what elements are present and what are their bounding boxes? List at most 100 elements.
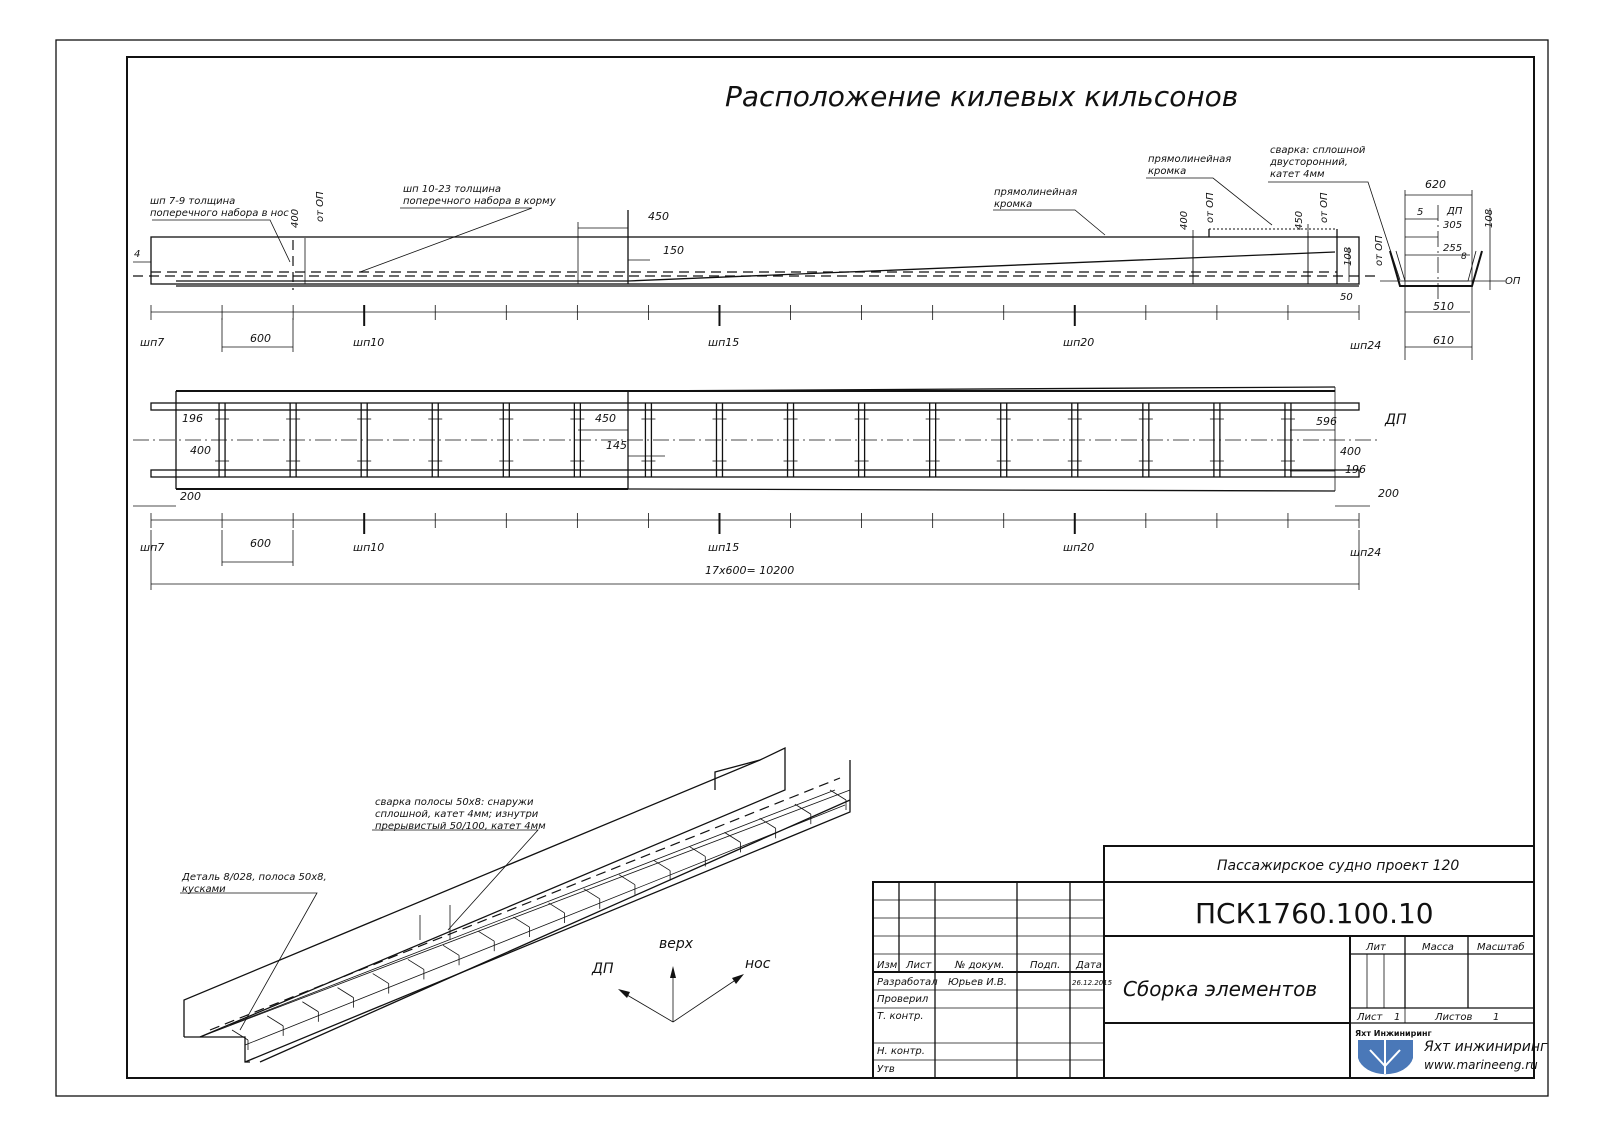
side-view: 4 шп 7-9 толщина поперечного набора в но… [133,145,1401,352]
svg-text:1: 1 [1394,1012,1400,1023]
svg-text:верх: верх [659,936,694,952]
svg-text:17х600= 10200: 17х600= 10200 [705,564,794,577]
svg-text:поперечного набора в нос: поперечного набора в нос [150,207,289,219]
iso-floor-plate [337,987,354,998]
svg-text:596: 596 [1316,415,1337,428]
svg-text:196: 196 [182,412,203,425]
svg-text:шп7: шп7 [140,336,164,349]
iso-floor-plate [794,803,812,815]
svg-text:145: 145 [606,439,627,452]
svg-text:Пассажирское судно проект 120: Пассажирское судно проект 120 [1217,858,1459,874]
svg-text:4: 4 [134,249,140,260]
svg-text:прямолинейная: прямолинейная [1148,154,1231,165]
svg-text:5: 5 [1417,207,1423,218]
svg-text:Проверил: Проверил [877,994,929,1005]
svg-text:400: 400 [1179,211,1190,230]
isometric-view: сварка полосы 50х8: снаружи сплошной, ка… [180,746,851,1063]
svg-text:Сборка элементов: Сборка элементов [1123,977,1317,1001]
svg-text:прерывистый 50/100, катет 4мм: прерывистый 50/100, катет 4мм [375,821,546,832]
iso-floor-plate [302,1001,319,1013]
cross-section: 620 5 ДП 305 255 8 108 ОП 510 610 [1380,178,1521,360]
svg-text:Дата: Дата [1075,960,1102,971]
svg-text:шп 10-23 толщина: шп 10-23 толщина [403,184,501,195]
svg-text:600: 600 [250,332,271,345]
iso-floor-plate [759,817,776,829]
svg-text:200: 200 [1378,487,1399,500]
svg-text:прямолинейная: прямолинейная [994,187,1077,198]
svg-text:Утв: Утв [877,1064,895,1075]
svg-text:Яхт Инжиниринг: Яхт Инжиниринг [1355,1029,1432,1038]
svg-text:450: 450 [1294,211,1305,230]
svg-text:катет 4мм: катет 4мм [1270,169,1325,180]
svg-text:сварка: сплошной: сварка: сплошной [1270,145,1366,156]
svg-text:200: 200 [180,490,201,503]
iso-floor-plate [583,888,600,900]
svg-text:Разработал: Разработал [877,976,938,988]
svg-text:Яхт инжиниринг: Яхт инжиниринг [1423,1039,1548,1055]
inner-frame [126,56,1535,1079]
svg-text:Листов: Листов [1434,1012,1472,1023]
iso-floor-plate [653,860,671,871]
svg-text:шп20: шп20 [1063,336,1094,349]
svg-text:Деталь 8/028, полоса 50х8,: Деталь 8/028, полоса 50х8, [181,872,327,883]
svg-text:шп24: шп24 [1350,546,1381,559]
iso-floor-plate [829,789,847,801]
svg-text:шп20: шп20 [1063,541,1094,554]
svg-text:ОП: ОП [1505,276,1521,287]
svg-text:400: 400 [190,444,211,457]
svg-text:50: 50 [1340,292,1353,303]
svg-text:№ докум.: № докум. [954,960,1004,971]
title-block: Пассажирское судно проект 120 ПСК1760.10… [872,845,1548,1079]
svg-text:от ОП: от ОП [1319,192,1330,223]
iso-floor-plate [724,832,741,843]
svg-text:кромка: кромка [994,199,1032,210]
svg-text:шп7: шп7 [140,541,164,554]
svg-text:поперечного набора в корму: поперечного набора в корму [403,195,557,207]
outer-frame [55,39,1549,1097]
svg-text:108: 108 [1484,209,1495,228]
iso-floor-plate [266,1015,284,1027]
svg-text:сплошной, катет 4мм; изнутри: сплошной, катет 4мм; изнутри [375,809,539,820]
svg-text:400: 400 [1340,445,1361,458]
svg-text:1: 1 [1493,1012,1499,1023]
iso-floor-plate [513,916,530,928]
iso-floor-plate [478,930,495,942]
svg-text:ДП: ДП [1446,206,1463,217]
svg-text:от ОП: от ОП [1205,192,1216,223]
svg-text:600: 600 [250,537,271,550]
svg-text:108: 108 [1343,247,1354,266]
svg-text:Лист: Лист [1356,1012,1384,1023]
svg-text:450: 450 [595,412,616,425]
svg-text:8: 8 [1461,252,1467,262]
svg-text:Юрьев И.В.: Юрьев И.В. [948,977,1007,988]
svg-text:кромка: кромка [1148,166,1186,177]
svg-text:от ОП: от ОП [315,191,326,222]
iso-floor-plate [442,944,460,956]
svg-text:ДП: ДП [1384,412,1407,428]
iso-floor-plate [689,846,706,857]
svg-text:ДП: ДП [591,961,614,977]
svg-text:шп10: шп10 [353,336,384,349]
iso-floor-plate [231,1029,249,1041]
svg-text:шп15: шп15 [708,336,739,349]
plan-view: 196 400 200 450 145 596 ДП 400 196 200 6… [133,386,1407,590]
svg-text:Т. контр.: Т. контр. [877,1011,924,1022]
iso-floor-plate [407,959,425,970]
svg-text:26.12.2015: 26.12.2015 [1072,979,1113,987]
svg-text:нос: нос [745,956,771,972]
svg-text:шп 7-9 толщина: шп 7-9 толщина [150,196,235,207]
svg-text:196: 196 [1345,463,1366,476]
svg-text:450: 450 [648,210,669,223]
svg-text:Подп.: Подп. [1030,960,1060,971]
svg-text:Масштаб: Масштаб [1477,941,1525,953]
svg-text:255: 255 [1443,243,1462,254]
svg-text:ПСК1760.100.10: ПСК1760.100.10 [1195,897,1434,930]
svg-text:610: 610 [1433,334,1454,347]
iso-floor-plate [618,874,636,886]
svg-text:шп15: шп15 [708,541,739,554]
svg-text:Лист: Лист [905,960,933,971]
svg-text:510: 510 [1433,300,1454,313]
company-logo: Яхт Инжиниринг [1355,1029,1432,1075]
svg-text:шп24: шп24 [1350,339,1381,352]
iso-floor-plate [548,902,565,914]
